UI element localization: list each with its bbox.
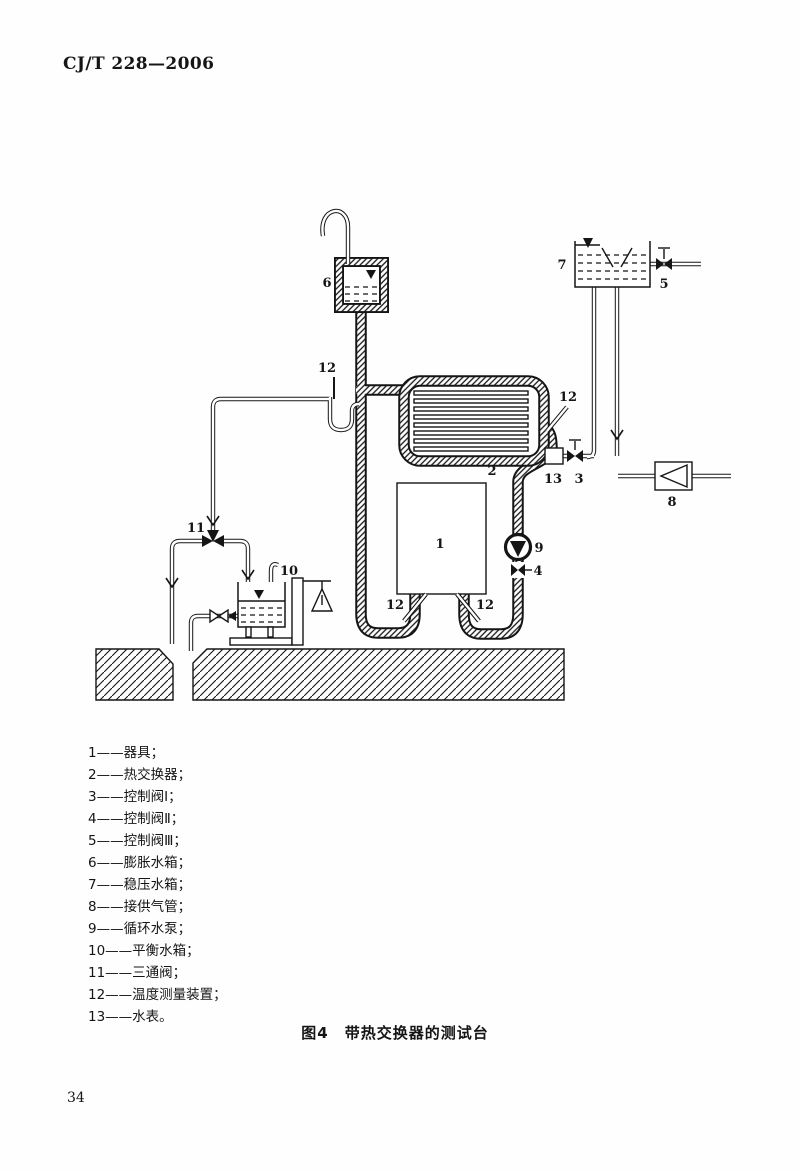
tank-drain-valve-icon xyxy=(209,608,236,624)
page-number: 34 xyxy=(67,1090,85,1106)
label-three-way-valve: 11 xyxy=(187,521,205,536)
legend-item: 10——平衡水箱； xyxy=(88,943,200,959)
legend-item: 9——循环水泵； xyxy=(88,921,192,937)
weighing-scale xyxy=(291,577,334,646)
test-bench-schematic: 6 7 5 12 12 13 3 2 1 9 4 8 11 10 12 12 xyxy=(95,0,800,701)
water-meter xyxy=(544,447,564,465)
appliance xyxy=(396,482,487,595)
expansion-tank xyxy=(339,262,384,308)
label-gas-supply: 8 xyxy=(667,495,676,510)
ground-hatch xyxy=(95,648,565,701)
legend-item: 11——三通阀； xyxy=(88,965,187,981)
label-control-valve-1: 3 xyxy=(574,472,583,487)
legend-item: 2——热交换器； xyxy=(88,767,192,783)
label-expansion-tank: 6 xyxy=(322,276,331,291)
legend-item: 7——稳压水箱； xyxy=(88,877,192,893)
control-valve-3-icon xyxy=(656,247,672,270)
thin-pipes xyxy=(172,211,731,651)
label-appliance: 1 xyxy=(435,537,444,552)
label-thermometer: 12 xyxy=(386,598,404,613)
label-control-valve-3: 5 xyxy=(659,277,668,292)
balance-tank xyxy=(237,582,286,638)
legend-item: 6——膨胀水箱； xyxy=(88,855,192,871)
bottom-thermometers xyxy=(402,592,481,623)
label-thermometer: 12 xyxy=(318,361,336,376)
legend-item: 13——水表。 xyxy=(88,1009,173,1025)
control-valve-1-icon xyxy=(567,439,583,462)
label-thermometer: 12 xyxy=(476,598,494,613)
water-level-icon xyxy=(583,238,593,248)
figure-caption: 图4 带热交换器的测试台 xyxy=(301,1024,489,1042)
control-valve-2-icon xyxy=(509,562,532,578)
legend-item: 8——接供气管； xyxy=(88,899,192,915)
gas-supply-connection xyxy=(654,461,693,491)
diagram-labels: 6 7 5 12 12 13 3 2 1 9 4 8 11 10 12 12 xyxy=(187,258,677,613)
label-thermometer: 12 xyxy=(559,390,577,405)
label-heat-exchanger: 2 xyxy=(487,464,496,479)
pressure-tank xyxy=(574,238,651,288)
legend-item: 4——控制阀Ⅱ； xyxy=(88,811,185,827)
water-level-icon xyxy=(254,590,264,599)
flow-arrows xyxy=(165,429,624,589)
label-pump: 9 xyxy=(534,541,543,556)
heat-exchanger xyxy=(404,381,544,461)
water-level-icon xyxy=(366,270,376,279)
platform xyxy=(229,637,293,646)
circulating-pump-icon xyxy=(503,532,533,562)
legend-item: 5——控制阀Ⅲ； xyxy=(88,833,187,849)
label-water-meter: 13 xyxy=(544,472,562,487)
legend-item: 12——温度测量装置； xyxy=(88,987,227,1003)
three-way-valve-icon xyxy=(202,530,224,547)
figure-diagram: 6 7 5 12 12 13 3 2 1 9 4 8 11 10 12 12 xyxy=(95,0,800,701)
label-control-valve-2: 4 xyxy=(533,564,542,579)
label-balance-tank: 10 xyxy=(280,564,298,579)
heat-exchanger-tubes xyxy=(413,390,529,452)
legend-item: 3——控制阀Ⅰ； xyxy=(88,789,182,805)
figure-legend: 1——器具； 2——热交换器； 3——控制阀Ⅰ； 4——控制阀Ⅱ； 5——控制阀… xyxy=(88,742,227,1028)
legend-item: 1——器具； xyxy=(88,745,165,761)
document-number: CJ/T 228—2006 xyxy=(63,54,215,74)
label-pressure-tank: 7 xyxy=(557,258,566,273)
